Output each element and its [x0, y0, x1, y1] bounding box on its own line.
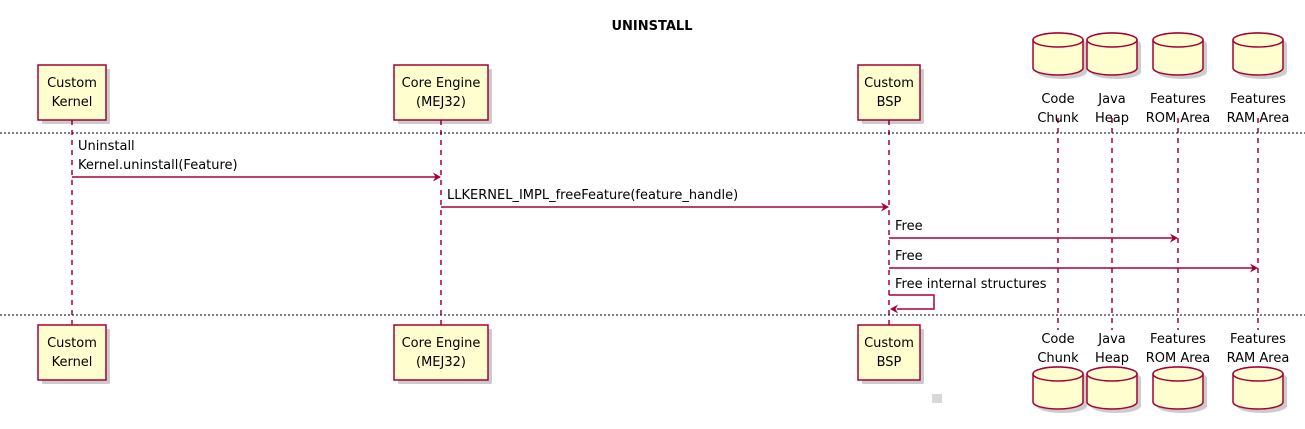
arrow-head: [890, 304, 898, 314]
participant-label-line2: BSP: [877, 355, 902, 370]
message-label-line1: Uninstall: [78, 139, 135, 154]
message-label-line1: Free: [895, 219, 923, 234]
message-label-line2: Kernel.uninstall(Feature): [78, 158, 238, 173]
participant-label-line1: Code: [1041, 92, 1074, 107]
participant-label-line2: (MEJ32): [416, 95, 466, 110]
participant-label-line1: Core Engine: [402, 76, 481, 91]
participant-label-line1: Features: [1230, 92, 1286, 107]
message-label-line1: Free: [895, 249, 923, 264]
participant-label-line2: RAM Area: [1227, 351, 1290, 366]
message-label-line1: LLKERNEL_IMPL_freeFeature(feature_handle…: [447, 188, 738, 203]
arrow-head: [1170, 233, 1178, 243]
participant-label-line1: Custom: [47, 336, 97, 351]
participant-label-line1: Features: [1150, 92, 1206, 107]
arrow-head: [881, 202, 889, 212]
participant-label-line2: BSP: [877, 95, 902, 110]
message-label-line1: Free internal structures: [895, 277, 1047, 292]
participant-label-line1: Custom: [47, 76, 97, 91]
participant-label-line1: Java: [1097, 332, 1125, 347]
arrow-head: [1250, 263, 1258, 273]
participant-label-line2: ROM Area: [1146, 111, 1211, 126]
arrow-head: [433, 172, 441, 182]
participant-label-line2: (MEJ32): [416, 355, 466, 370]
participant-core-engine-header[interactable]: Core Engine (MEJ32): [393, 64, 492, 124]
participant-label-line1: Core Engine: [402, 336, 481, 351]
participant-label-line2: Kernel: [52, 95, 93, 110]
participant-label-line2: Heap: [1095, 111, 1129, 126]
message-msg-free-internal-structures[interactable]: Free internal structures: [889, 277, 1047, 314]
participant-label-line2: Chunk: [1037, 111, 1079, 126]
message-msg-llkernel-freefeature[interactable]: LLKERNEL_IMPL_freeFeature(feature_handle…: [441, 188, 889, 212]
participant-label-line1: Code: [1041, 332, 1074, 347]
participant-label-line2: RAM Area: [1227, 111, 1290, 126]
participant-label-line2: Kernel: [52, 355, 93, 370]
participant-label-line1: Features: [1230, 332, 1286, 347]
participant-label-line2: Chunk: [1037, 351, 1079, 366]
message-msg-free-ram[interactable]: Free: [889, 249, 1258, 273]
shadow-artifact: [932, 394, 942, 403]
participant-label-line2: ROM Area: [1146, 351, 1211, 366]
participant-label-line1: Custom: [864, 336, 914, 351]
participant-label-line1: Features: [1150, 332, 1206, 347]
message-msg-free-rom[interactable]: Free: [889, 219, 1178, 243]
participant-label-line1: Java: [1097, 92, 1125, 107]
diagram-title: UNINSTALL: [611, 19, 692, 34]
participant-core-engine-footer[interactable]: Core Engine (MEJ32): [393, 324, 492, 384]
participant-label-line2: Heap: [1095, 351, 1129, 366]
participant-label-line1: Custom: [864, 76, 914, 91]
